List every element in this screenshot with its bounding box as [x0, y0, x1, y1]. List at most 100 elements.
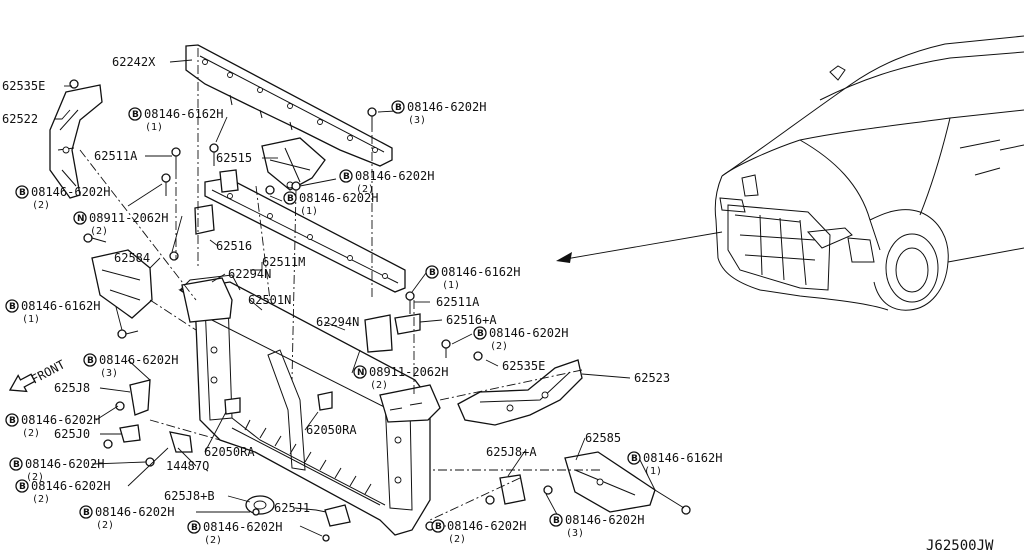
fastener-code: 08146-6202H [203, 520, 282, 534]
fastener-code: 08146-6162H [144, 107, 223, 121]
alignment-lines [79, 48, 600, 521]
label-14487q: 14487Q [166, 459, 209, 473]
fastener-label: B 08146-6202H (1) [283, 191, 378, 217]
label-62501n: 62501N [248, 293, 291, 307]
bolt-spec-symbol-icon [473, 326, 487, 340]
fastener-qty: (2) [96, 520, 114, 531]
fastener-symbol: B [631, 454, 638, 464]
label-62050ra-left: 62050RA [204, 445, 255, 459]
label-625j0: 625J0 [54, 427, 90, 441]
fastener-label: B 08146-6202H (2) [473, 326, 568, 352]
fastener-label: B 08146-6202H (3) [83, 353, 178, 379]
bolt-spec-symbol-icon [83, 353, 97, 367]
label-62050ra-right: 62050RA [306, 423, 357, 437]
fastener-qty: (2) [32, 494, 50, 505]
fastener-symbol: B [343, 172, 350, 182]
fastener-symbol: B [191, 523, 198, 533]
label-62535e-left: 62535E [2, 79, 45, 93]
label-62242x: 62242X [112, 55, 156, 69]
fastener-code: 08911-2062H [89, 211, 168, 225]
fastener-qty: (2) [490, 341, 508, 352]
label-62522: 62522 [2, 112, 38, 126]
fastener-qty: (3) [408, 115, 426, 126]
fastener-qty: (2) [26, 472, 44, 483]
fastener-code: 08146-6202H [31, 185, 110, 199]
bolt-spec-symbol-icon [549, 513, 563, 527]
part-62501n [178, 274, 441, 536]
fastener-symbol: B [9, 416, 16, 426]
fastener-qty: (2) [22, 428, 40, 439]
fastener-qty: (1) [442, 280, 460, 291]
bolt-spec-symbol-icon [5, 413, 19, 427]
label-62523: 62523 [634, 371, 670, 385]
label-62511m: 62511M [262, 255, 305, 269]
label-62515: 62515 [216, 151, 252, 165]
fastener-code: 08146-6202H [565, 513, 644, 527]
bolt-spec-symbol-icon [391, 100, 405, 114]
fastener-code: 08146-6202H [31, 479, 110, 493]
fastener-qty: (2) [32, 200, 50, 211]
fastener-label: B 08146-6202H (3) [549, 513, 644, 539]
fastener-code: 08146-6202H [299, 191, 378, 205]
fastener-label: B 08146-6202H (2) [5, 413, 100, 439]
bolt-spec-symbol-icon [15, 479, 29, 493]
fastener-code: 08911-2062H [369, 365, 448, 379]
label-62294n-mid: 62294N [316, 315, 359, 329]
bolt-spec-symbol-icon [15, 185, 29, 199]
fastener-symbol: B [477, 329, 484, 339]
label-625j1: 625J1 [274, 501, 310, 515]
bolt-spec-symbol-icon [283, 191, 297, 205]
fastener-label: B 08146-6202H (2) [431, 519, 526, 545]
part-62515 [261, 137, 326, 191]
fastener-label: B 08146-6162H (1) [5, 299, 100, 325]
bolt-spec-symbol-icon [187, 520, 201, 534]
label-62585: 62585 [585, 431, 621, 445]
fastener-symbol: B [19, 482, 26, 492]
fastener-label: B 08146-6202H (2) [339, 169, 434, 195]
fastener-label: B 08146-6202H (2) [79, 505, 174, 531]
bolt-spec-symbol-icon [128, 107, 142, 121]
diagram-code: J62500JW [926, 538, 994, 554]
fastener-qty: (1) [644, 466, 662, 477]
fastener-symbol: B [19, 188, 26, 198]
fastener-symbol: B [395, 103, 402, 113]
fastener-code: 08146-6202H [489, 326, 568, 340]
label-62511a-top: 62511A [94, 149, 138, 163]
fastener-label: B 08146-6202H (2) [15, 185, 110, 211]
fastener-symbol: B [553, 516, 560, 526]
part-62585 [564, 451, 656, 513]
fastener-label: N 08911-2062H (2) [353, 365, 448, 391]
bolt-spec-symbol-icon [9, 457, 23, 471]
fastener-symbol: B [132, 110, 139, 120]
fastener-qty: (1) [145, 122, 163, 133]
fastener-label: B 08146-6202H (2) [15, 479, 110, 505]
part-number-labels: 62242X 62535E 62522 62511A 62515 62516 6… [2, 55, 670, 515]
label-62516a: 62516+A [446, 313, 497, 327]
label-62511a-right: 62511A [436, 295, 480, 309]
fastener-label: B 08146-6202H (3) [391, 100, 486, 126]
locator-arrow [559, 231, 723, 261]
part-62511m [194, 169, 406, 293]
part-62584 [91, 249, 153, 319]
label-625j8: 625J8 [54, 381, 90, 395]
fastener-code: 08146-6202H [25, 457, 104, 471]
fastener-label: B 08146-6202H (2) [187, 520, 282, 546]
bolt-spec-symbol-icon [339, 169, 353, 183]
bolt-spec-symbol-icon [627, 451, 641, 465]
fastener-label: B 08146-6202H (2) [9, 457, 104, 483]
label-62294n-top: 62294N [228, 267, 271, 281]
nut-spec-symbol-icon [73, 211, 87, 225]
label-625j8b: 625J8+B [164, 489, 215, 503]
front-arrow [8, 373, 36, 393]
label-62535e-right: 62535E [502, 359, 545, 373]
part-62522 [49, 84, 103, 199]
car-locator-drawing [714, 35, 1024, 311]
bolt-spec-symbol-icon [5, 299, 19, 313]
label-62516: 62516 [216, 239, 252, 253]
fastener-code: 08146-6162H [21, 299, 100, 313]
bolt-spec-symbol-icon [431, 519, 445, 533]
fastener-symbol: B [87, 356, 94, 366]
fastener-symbol: B [287, 194, 294, 204]
